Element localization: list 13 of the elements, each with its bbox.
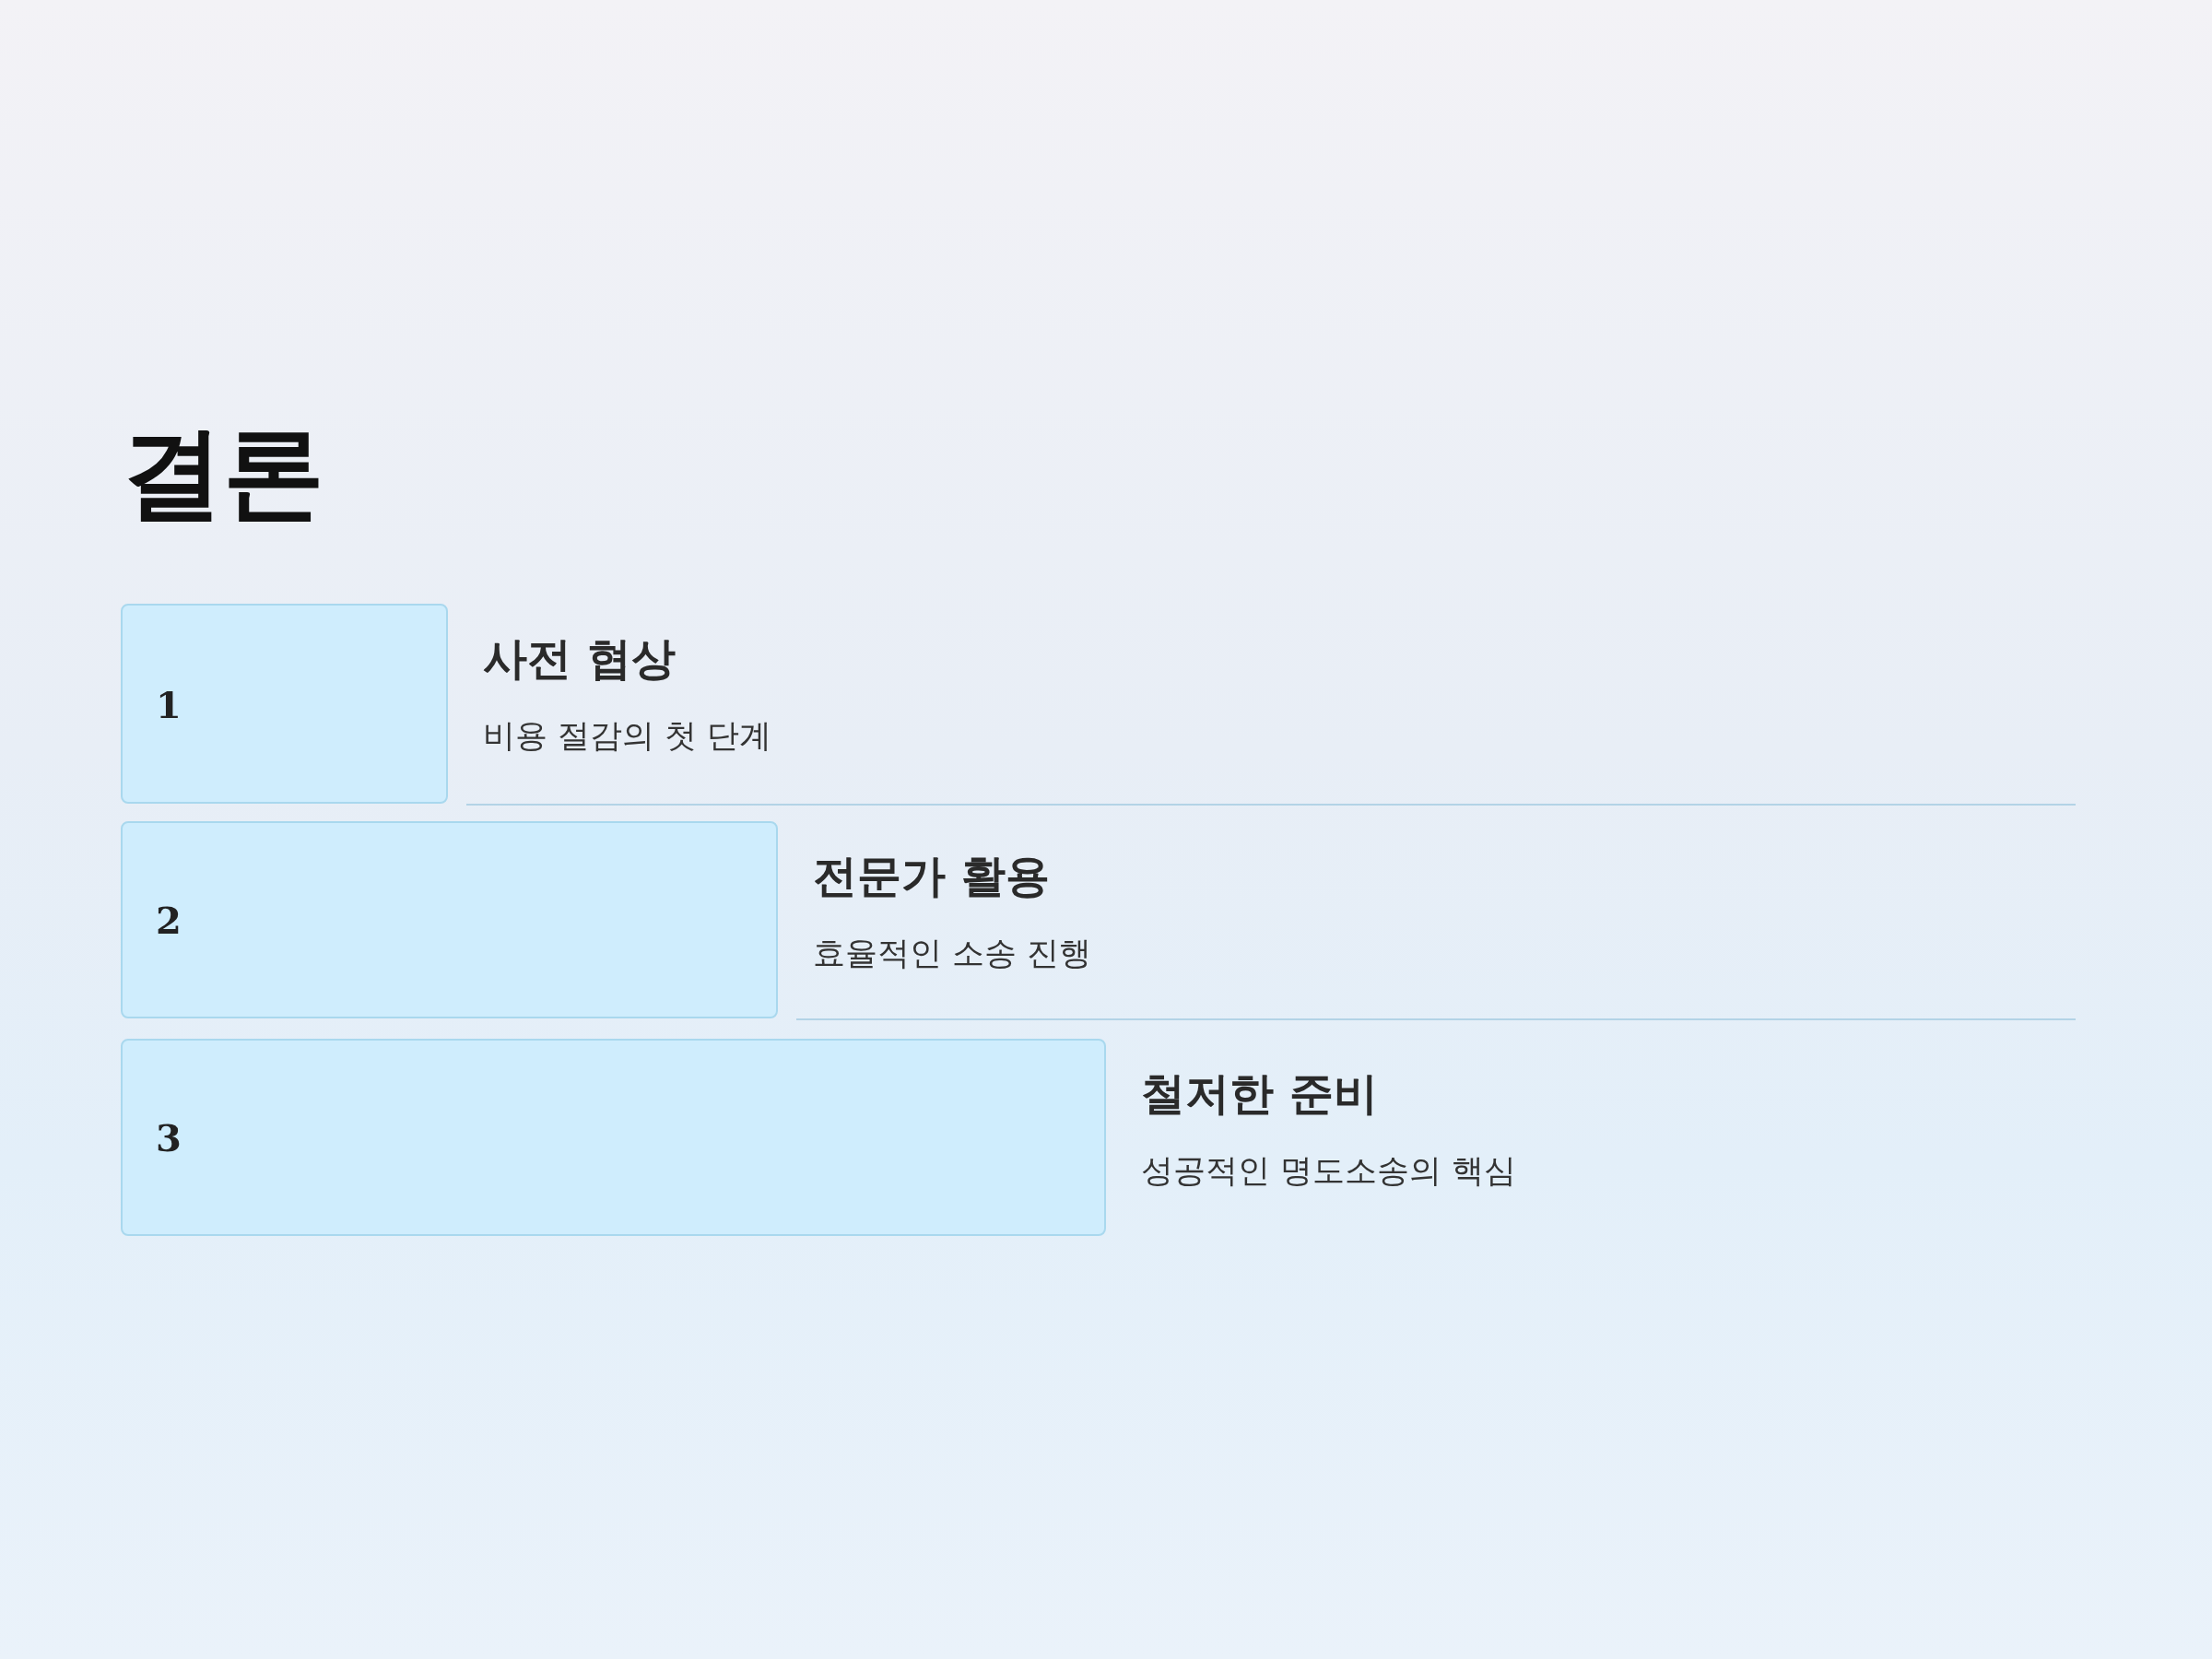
step-box <box>121 1039 1106 1236</box>
slide-title: 결론 <box>122 413 324 534</box>
step-number: 1 <box>156 682 182 725</box>
step-description: 비용 절감의 첫 단계 <box>483 716 772 756</box>
step-heading: 사전 협상 <box>483 631 676 686</box>
step-box <box>121 821 778 1018</box>
step-box <box>121 604 448 804</box>
step-description: 효율적인 소송 진행 <box>813 934 1092 973</box>
step-number: 3 <box>156 1115 182 1159</box>
step-number: 2 <box>156 898 182 942</box>
step-heading: 철저한 준비 <box>1141 1066 1378 1121</box>
step-heading: 전문가 활용 <box>813 849 1050 903</box>
step-description: 성공적인 명도소송의 핵심 <box>1141 1151 1517 1191</box>
